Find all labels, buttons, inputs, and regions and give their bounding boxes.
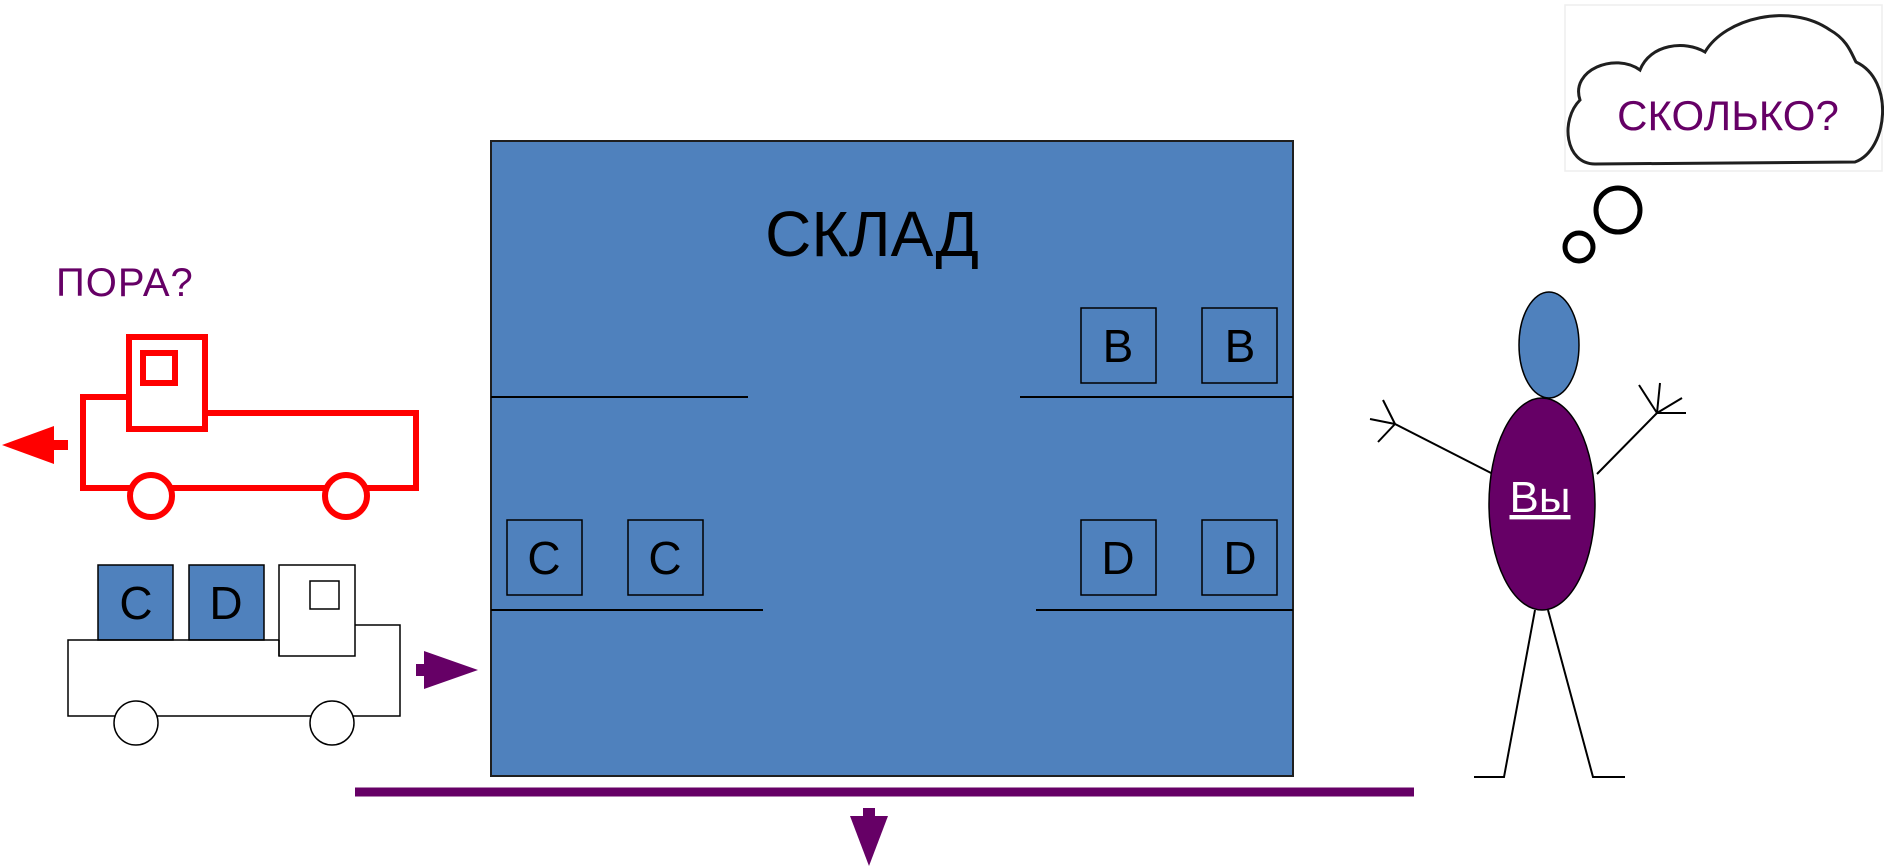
warehouse-body [490,140,1294,777]
box-label: C [527,532,560,584]
thought-dot-large [1593,185,1643,235]
box-label: B [1225,320,1256,372]
box-label: B [1103,320,1134,372]
box-b-1: B [1080,307,1157,384]
wheel [113,700,159,746]
warehouse-title: СКЛАД [765,198,979,270]
wheel [322,472,370,520]
cloud-icon [1566,14,1884,166]
arriving-truck: C D [67,564,478,746]
warehouse: СКЛАД B B C C D D [490,140,1294,777]
person-head [1518,291,1580,399]
box-label: D [209,577,242,629]
leaving-truck-label: ПОРА? [56,261,194,305]
thought-text: СКОЛЬКО? [1617,92,1839,139]
cargo-box-d: D [188,564,265,641]
box-c-1: C [506,519,583,596]
box-label: D [1101,532,1134,584]
cargo-box-c: C [97,564,174,641]
box-d-1: D [1080,519,1157,596]
box-c-2: C [627,519,704,596]
wheel [309,700,355,746]
person-label: Вы [1510,473,1571,522]
box-label: D [1223,532,1256,584]
person-body [1488,397,1596,611]
thought-dot-small [1562,230,1596,264]
box-label: C [119,577,152,629]
thought-bubble: СКОЛЬКО? [1562,4,1884,264]
down-arrow-icon [850,808,888,866]
left-arrow-icon [2,426,68,464]
box-b-2: B [1201,307,1278,384]
person: Вы [1369,291,1686,778]
right-arrow-icon [416,651,478,689]
wheel [127,472,175,520]
box-label: C [648,532,681,584]
box-d-2: D [1201,519,1278,596]
leaving-truck: ПОРА? [2,261,419,520]
